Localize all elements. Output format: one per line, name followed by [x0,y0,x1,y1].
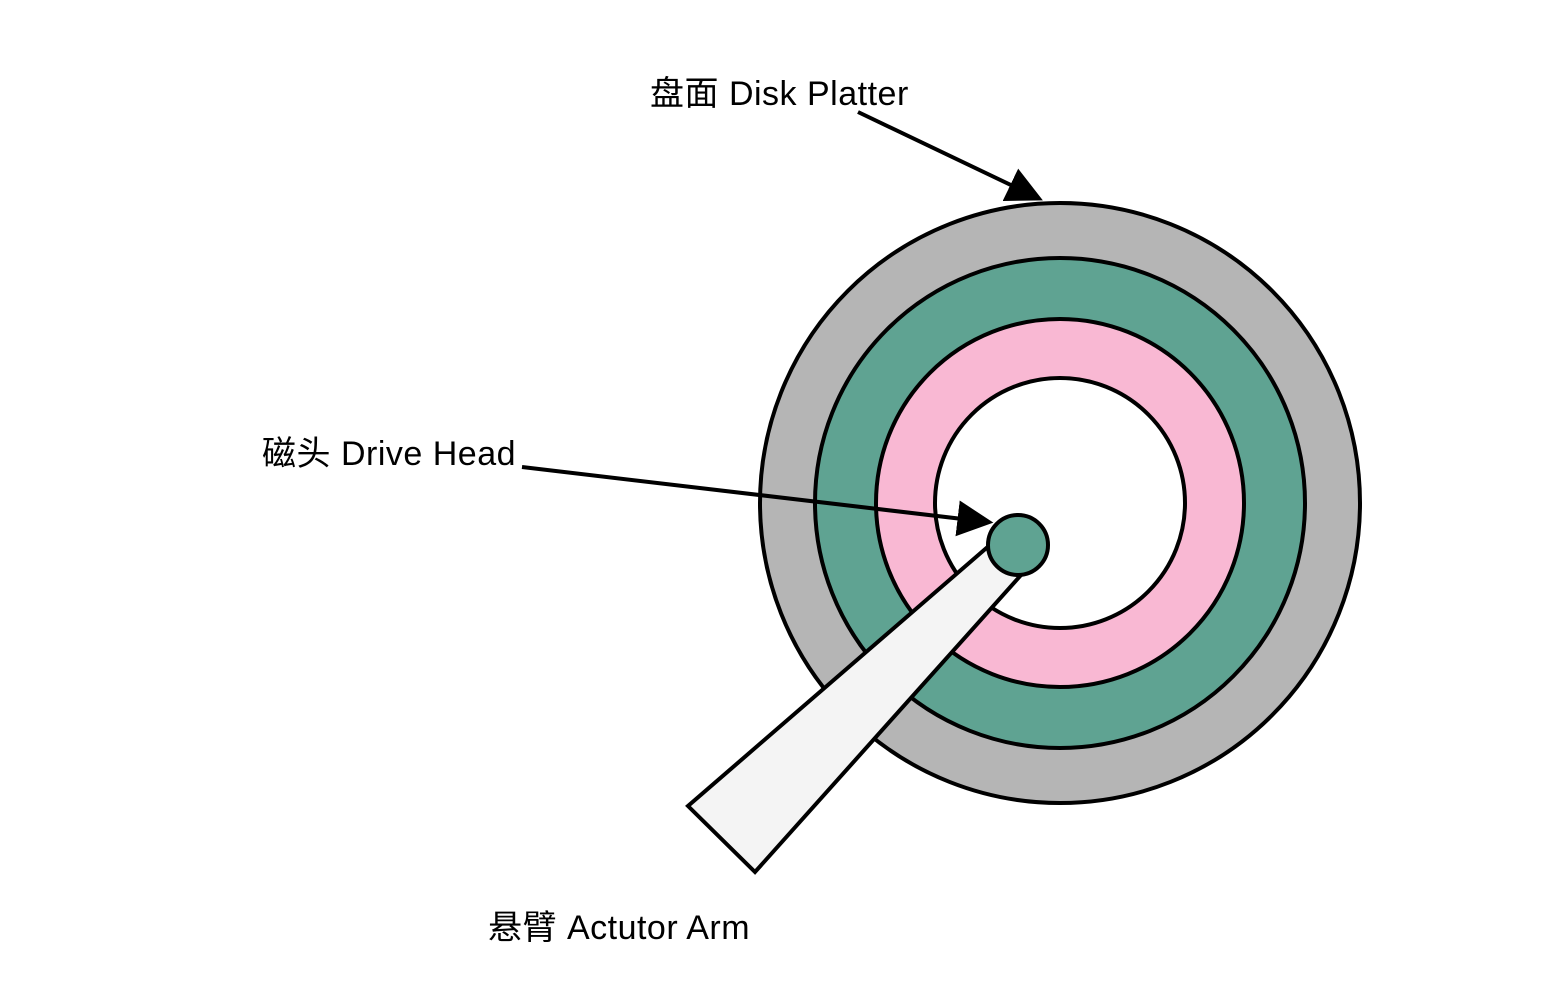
drive-head-label: 磁头 Drive Head [262,435,517,473]
drive-head-arrow [521,465,994,537]
actuator-arm-label: 悬臂 Actutor Arm [488,909,751,947]
drive-head-circle [986,513,1050,577]
disk-platter-label: 盘面 Disk Platter [650,75,909,113]
disk-platter-arrow [857,110,1043,202]
